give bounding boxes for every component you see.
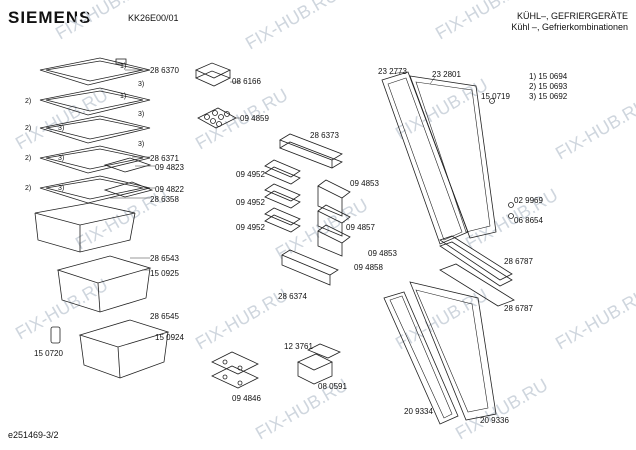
- watermark-text: FIX-HUB.RU: [242, 0, 341, 53]
- fridge-door-drawing: [381, 71, 497, 245]
- watermark-text: FIX-HUB.RU: [52, 0, 151, 43]
- door-rack-bottom-drawing: [281, 249, 339, 286]
- shelf-top-drawing: [39, 57, 151, 86]
- part-drawings: [34, 57, 515, 425]
- watermark-text: FIX-HUB.RU: [192, 285, 291, 354]
- label-ice-box: 08 0591: [318, 382, 347, 391]
- watermark-text: FIX-HUB.RU: [552, 95, 636, 164]
- label-drawer-upper: 28 6543: [150, 254, 179, 263]
- egg-box-drawing: [195, 62, 231, 87]
- watermark-text: FIX-HUB.RU: [432, 0, 531, 43]
- door-racks-small-drawing: [264, 159, 301, 233]
- label-freezer-grid: 09 4846: [232, 394, 261, 403]
- watermark-text: FIX-HUB.RU: [392, 285, 491, 354]
- label-ice-tray: 12 3761: [284, 342, 313, 351]
- legend-item-1: 1) 15 0694: [529, 72, 568, 81]
- label-drawer-gasket: 15 0720: [34, 349, 63, 358]
- label-side-rack-c: 09 4853: [368, 249, 397, 258]
- label-door-rack-top: 28 6373: [310, 131, 339, 140]
- watermark-text: FIX-HUB.RU: [552, 285, 636, 354]
- marker-2: 2): [25, 125, 31, 132]
- label-freezer-door: 20 9336: [480, 416, 509, 425]
- label-side-rack-a: 09 4853: [350, 179, 379, 188]
- legend-item-3: 3) 15 0692: [529, 92, 568, 101]
- marker-3: 3): [138, 111, 144, 118]
- hinge-bar-drawing: [439, 235, 513, 287]
- small-hardware-drawing: [489, 98, 514, 219]
- label-drawer-lower: 28 6545: [150, 312, 179, 321]
- label-freezer-gasket: 20 9334: [404, 407, 433, 416]
- marker-3: 3): [58, 155, 64, 162]
- label-egg-tray: 09 4859: [240, 114, 269, 123]
- label-door-gasket: 23 2773: [378, 67, 407, 76]
- cover-strip-drawing: [439, 263, 515, 307]
- label-hinge-pin: 15 0719: [481, 92, 510, 101]
- drawer-lower-drawing: [50, 319, 170, 379]
- brand-logo: SIEMENS: [8, 8, 92, 27]
- watermark-text: FIX-HUB.RU: [12, 85, 111, 154]
- label-egg-box: 08 6166: [232, 77, 261, 86]
- crisper-cover-drawing: [34, 202, 136, 253]
- door-rack-top-drawing: [279, 133, 343, 169]
- marker-2: 2): [25, 98, 31, 105]
- category-subtitle: Kühl –, Gefrierkombinationen: [511, 22, 628, 32]
- label-side-rack-d: 09 4858: [354, 263, 383, 272]
- label-glass-low: 09 4822: [155, 185, 184, 194]
- marker-3: 3): [58, 185, 64, 192]
- document-id: e251469-3/2: [8, 430, 59, 440]
- footnote-markers: 1) 3) 2) 1) 3) 2) 3) 3) 2) 3) 2) 3): [25, 63, 144, 192]
- label-shelf-top: 28 6370: [150, 66, 179, 75]
- label-cover-strip: 28 6787: [504, 304, 533, 313]
- label-hinge-bar: 28 6787: [504, 257, 533, 266]
- watermark-text: FIX-HUB.RU: [392, 75, 491, 144]
- watermark-text: FIX-HUB.RU: [462, 185, 561, 254]
- side-racks-drawing: [317, 179, 351, 257]
- shelf-mid3-drawing: [39, 145, 152, 174]
- label-drawer-lower-clip: 15 0924: [155, 333, 184, 342]
- label-side-rack-b: 09 4857: [346, 223, 375, 232]
- model-number: KK26E00/01: [128, 13, 179, 23]
- label-glass-small: 09 4823: [155, 163, 184, 172]
- leader-lines: [110, 69, 493, 271]
- label-drawer-upper-clip: 15 0925: [150, 269, 179, 278]
- part-number-labels: 28 6370 28 6371 09 4823 09 4822 28 6358 …: [34, 66, 543, 425]
- label-door-rack-b: 09 4952: [236, 198, 265, 207]
- marker-1: 1): [120, 63, 126, 70]
- label-door-outer: 23 2801: [432, 70, 461, 79]
- ice-tray-drawing: [297, 343, 341, 385]
- marker-3: 3): [138, 141, 144, 148]
- label-bushing: 06 8654: [514, 216, 543, 225]
- freezer-grid-drawing: [211, 351, 259, 389]
- label-shelf-mid: 28 6371: [150, 154, 179, 163]
- category-title: KÜHL–, GEFRIERGERÄTE: [516, 11, 628, 21]
- marker-2: 2): [25, 155, 31, 162]
- marker-2: 2): [25, 185, 31, 192]
- legend-item-2: 2) 15 0693: [529, 82, 568, 91]
- marker-3: 3): [58, 125, 64, 132]
- label-door-rack-a: 09 4952: [236, 170, 265, 179]
- drawer-upper-drawing: [56, 255, 152, 313]
- label-door-rack-c: 09 4952: [236, 223, 265, 232]
- shelf-mid1-drawing: [39, 87, 151, 116]
- shelf-mid2-drawing: [39, 115, 151, 144]
- label-door-rack-bottom: 28 6374: [278, 292, 307, 301]
- label-screw: 02 9969: [514, 196, 543, 205]
- label-shelf-bottom: 28 6358: [150, 195, 179, 204]
- marker-1: 1): [120, 93, 126, 100]
- watermark-text: FIX-HUB.RU: [12, 275, 111, 344]
- marker-3: 3): [138, 81, 144, 88]
- freezer-door-drawing: [383, 281, 497, 425]
